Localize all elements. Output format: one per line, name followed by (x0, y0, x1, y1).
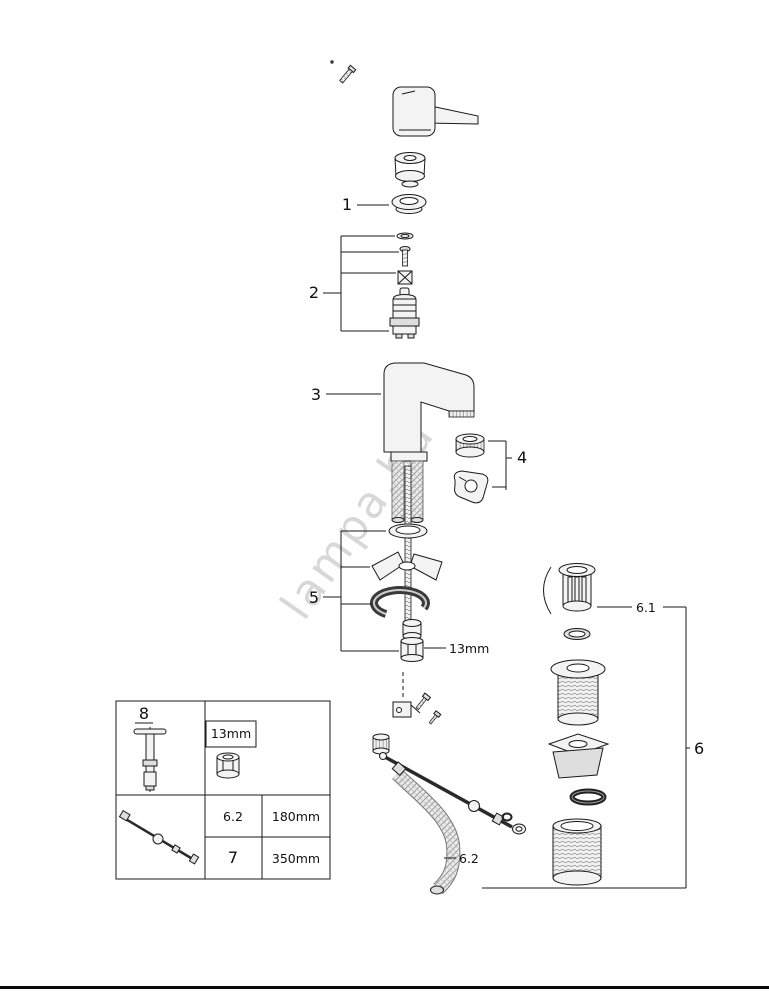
legend-row1-length: 180mm (272, 809, 320, 824)
callout-6-1-label: 6.1 (636, 600, 656, 615)
callout-3: 3 (311, 385, 381, 404)
callout-5-bracket (323, 530, 399, 652)
part-6-1-oring (563, 628, 591, 640)
spout-aerator-end (448, 410, 475, 418)
callout-13mm: 13mm (424, 641, 489, 656)
part-4-aerator (455, 433, 485, 458)
legend-rod-drawing (118, 809, 200, 865)
callout-13mm-label: 13mm (449, 641, 489, 656)
part-6-drain-body (552, 818, 602, 886)
rotation-arc (543, 566, 552, 615)
legend-row1-ref: 6.2 (223, 809, 243, 824)
callout-2-label: 2 (309, 283, 319, 302)
clevis-screw-1 (415, 692, 432, 711)
legend-grid-lines (116, 701, 330, 879)
part-5-horseshoe-washer (370, 586, 430, 618)
callout-2: 2 (309, 235, 399, 332)
callout-4-label: 4 (517, 448, 527, 467)
callout-4-bracket (488, 440, 512, 490)
part-2-screw (399, 246, 411, 267)
clevis-block (392, 701, 412, 718)
callout-6: 6 (482, 607, 704, 889)
callout-3-label: 3 (311, 385, 321, 404)
threaded-mounting-rod (404, 465, 412, 625)
legend-tool-ref: 8 (139, 704, 149, 723)
handle-body (392, 86, 436, 137)
flex-hose (391, 761, 461, 895)
supply-hoses (391, 460, 424, 523)
part-6-drain-flange (550, 659, 606, 726)
callout-1: 1 (342, 195, 389, 214)
callout-4: 4 (488, 440, 527, 490)
part-6-wedge-gasket (547, 733, 610, 779)
clevis-screw-2 (428, 710, 442, 725)
callout-1-label: 1 (342, 195, 352, 214)
part-5-hex-nut-13mm (400, 637, 424, 662)
part-2-nut (397, 270, 413, 285)
legend-row2-ref: 7 (228, 848, 238, 867)
legend-row2-length: 350mm (272, 851, 320, 866)
part-5-spacer (402, 619, 422, 640)
part-6-oring (569, 788, 607, 806)
part-1-ring (391, 194, 427, 214)
part-5-clamp-bracket (371, 551, 443, 581)
screw-tip-dot (330, 60, 334, 64)
callout-6-label: 6 (694, 739, 704, 758)
bottom-rule (0, 986, 769, 989)
callout-5: 5 (309, 530, 399, 652)
part-3-faucet-body (383, 362, 475, 462)
part-2-washer (396, 232, 414, 240)
callout-6-bracket (482, 607, 690, 889)
rod-ball-joint (468, 800, 480, 812)
part-6-1-popup-knob (543, 563, 596, 615)
legend-nut-size: 13mm (211, 726, 251, 741)
legend-table: 8 13mm 6.2 180mm 7 350mm (115, 700, 331, 880)
handle-slot (401, 90, 416, 95)
rod-small-oring (501, 812, 513, 822)
callout-6-2: 6.2 (444, 851, 479, 866)
callout-2-bracket (323, 235, 399, 332)
callout-6-2-label: 6.2 (459, 851, 479, 866)
part-6-2-linkage (372, 672, 526, 895)
faucet-base (390, 451, 428, 462)
part-4-clamp-piece (453, 470, 489, 504)
legend-tool-drawing (133, 727, 167, 792)
callout-6-1: 6.1 (597, 600, 686, 615)
faucet-body-outline (383, 362, 475, 453)
legend-nut-size-box (205, 720, 257, 748)
part-5-oring (388, 523, 428, 539)
popup-rod (379, 752, 526, 835)
part-2-cartridge (389, 287, 420, 339)
handle-cap-sleeve (394, 152, 426, 188)
legend-nut-drawing (216, 752, 240, 779)
callout-5-label: 5 (309, 588, 319, 607)
knurled-knob (372, 733, 390, 755)
handle-fixing-screw (330, 60, 357, 84)
faucet-lever-handle (392, 86, 479, 137)
